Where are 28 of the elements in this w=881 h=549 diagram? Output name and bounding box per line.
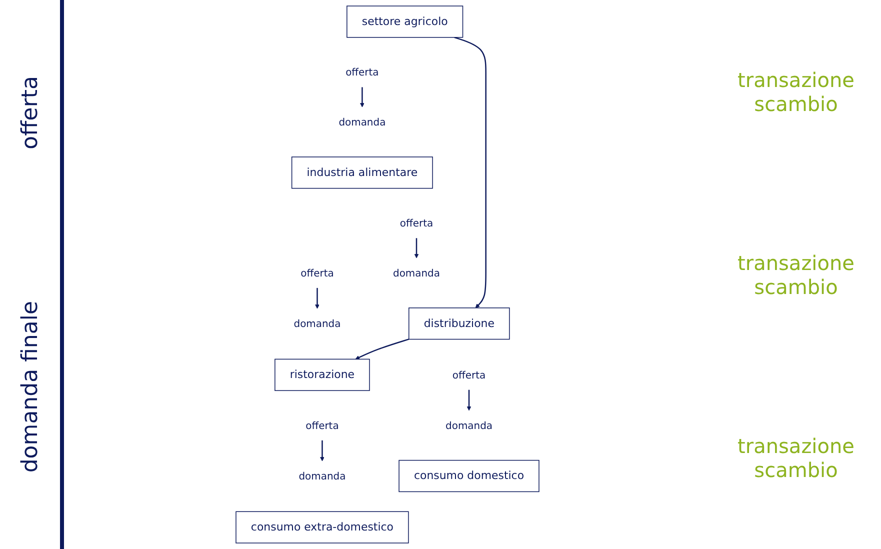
node-box: ristorazione — [274, 358, 370, 391]
node-text: offerta — [400, 217, 434, 230]
node-box: consumo extra-domestico — [236, 511, 409, 544]
arrow — [360, 87, 364, 108]
annotation-text: transazione scambio — [736, 68, 856, 116]
node-text: offerta — [346, 66, 379, 78]
annotation-text: transazione scambio — [736, 434, 856, 482]
arrow — [320, 440, 324, 462]
node-text: domanda — [294, 318, 341, 330]
node-text: domanda — [446, 419, 493, 432]
node-box: consumo domestico — [398, 460, 540, 492]
node-text: domanda — [393, 267, 440, 279]
axis-label: domanda finale — [18, 301, 42, 473]
node-box: distribuzione — [408, 308, 510, 340]
node-text: domanda — [338, 116, 386, 128]
arrow — [315, 288, 320, 309]
node-text: domanda — [298, 470, 346, 482]
node-text: offerta — [306, 419, 339, 432]
arrow — [466, 390, 472, 411]
node-box: industria alimentare — [291, 156, 433, 189]
node-box: settore agricolo — [346, 6, 464, 38]
node-text: offerta — [452, 368, 486, 381]
arrow — [454, 36, 486, 308]
axis-label: offerta — [18, 76, 42, 150]
node-text: offerta — [300, 267, 334, 279]
arrow — [414, 238, 419, 258]
arrow — [355, 338, 410, 360]
annotation-text: transazione scambio — [736, 250, 856, 298]
